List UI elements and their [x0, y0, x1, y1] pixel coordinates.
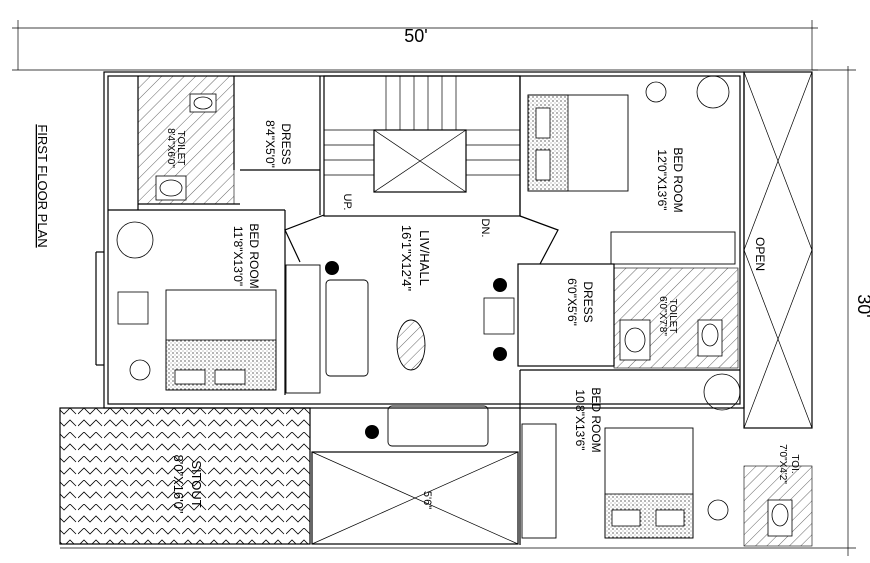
overall-width-dimension [12, 20, 818, 71]
stair-treads [324, 76, 520, 176]
tv-unit-icon [285, 264, 321, 394]
stool-icon-2 [645, 81, 667, 103]
armchair-icon [483, 297, 515, 335]
bedroom-2-size: 12'0"X13'6" [655, 149, 669, 210]
toilet-1-name: TOILET [175, 131, 186, 166]
plant-icon-7 [703, 373, 741, 411]
toilet-3 [743, 465, 813, 547]
toilet-3-size: 7'0"X4'2" [777, 444, 788, 484]
bedroom-3-name: BED ROOM [589, 387, 603, 452]
sitout-size: 8'0"X16'0" [171, 454, 186, 513]
balcony [311, 451, 519, 545]
overall-depth-dimension [812, 66, 856, 556]
wardrobe-icon-2 [521, 423, 557, 539]
bedroom-1 [108, 209, 286, 395]
toilet-2-name: TOILET [667, 299, 678, 334]
plant-icon-4 [493, 347, 507, 361]
coffee-table-icon [396, 319, 426, 371]
bedroom-1-size: 11'8"X13'0" [231, 226, 245, 286]
open-shaft [743, 71, 813, 429]
toilet-2-size: 6'0"X7'8" [657, 296, 668, 336]
bedroom-3-size: 10'8"X13'6" [573, 389, 587, 450]
stair-down-label: DN. [479, 219, 491, 238]
overall-depth-label: 30' [854, 294, 870, 317]
overall-width-label: 50' [404, 26, 427, 46]
toilet-1 [137, 75, 235, 205]
stair-up-label: UP. [341, 194, 353, 211]
liv-hall-name: LIV/HALL [417, 230, 432, 286]
stool-icon [129, 359, 151, 381]
bedroom-1-name: BED ROOM [247, 223, 261, 288]
dress-2-size: 6'0"X5'6" [565, 278, 579, 326]
bedroom-2 [519, 75, 736, 265]
bedroom-2-name: BED ROOM [671, 147, 685, 212]
plant-icon-3 [493, 278, 507, 292]
plant-icon [116, 221, 154, 259]
plant-icon-6 [696, 75, 730, 109]
plant-icon-5 [365, 425, 379, 439]
balcony-dimension: 5'6" [421, 491, 433, 509]
plant-icon-2 [325, 261, 339, 275]
open-label: OPEN [753, 237, 767, 271]
bedroom-3 [520, 369, 741, 539]
living-hall [284, 214, 559, 447]
sofa-icon-2 [387, 405, 489, 447]
sitout-name: SITOUT [189, 460, 204, 507]
sitout [59, 407, 311, 545]
toilet-3-name: TOI. [789, 454, 800, 473]
chair-icon [117, 291, 149, 325]
plan-title: FIRST FLOOR PLAN [35, 124, 50, 247]
sofa-icon [325, 279, 369, 377]
toilet-2 [613, 267, 739, 369]
dress-2-name: DRESS [581, 281, 595, 322]
wardrobe-icon [610, 231, 736, 265]
dress-1-name: DRESS [279, 123, 293, 164]
dress-1-size: 8'4"X5'0" [263, 120, 277, 168]
stool-icon-3 [707, 499, 729, 521]
toilet-1-size: 8'4"X6'0" [165, 128, 176, 168]
liv-hall-size: 16'1"X12'4" [399, 225, 414, 292]
